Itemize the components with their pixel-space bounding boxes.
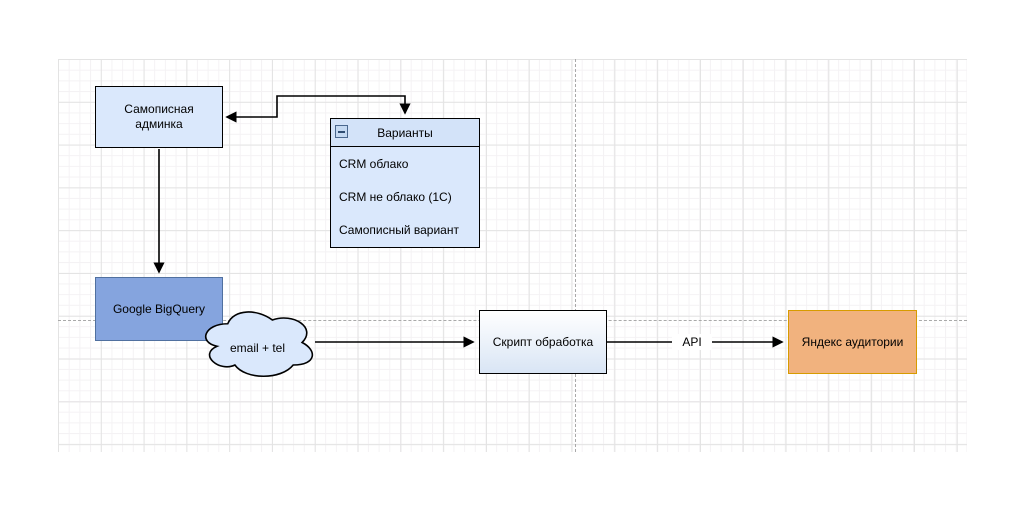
node-admin-label: Самописная админка	[124, 102, 194, 131]
connector-variants-to-admin[interactable]	[225, 95, 411, 123]
cloud-label-text: email + tel	[229, 340, 286, 355]
node-bigquery-box[interactable]: Google BigQuery	[95, 277, 223, 341]
node-admin-box[interactable]: Самописная админка	[95, 86, 223, 148]
table-row[interactable]: CRM облако	[331, 147, 479, 180]
node-yandex-box[interactable]: Яндекс аудитории	[788, 310, 917, 374]
edge-label-api-text: API	[682, 335, 702, 349]
table-row[interactable]: CRM не облако (1С)	[331, 180, 479, 213]
node-variants-table[interactable]: Варианты CRM облако CRM не облако (1С) С…	[330, 118, 480, 248]
variants-table-header[interactable]: Варианты	[331, 119, 479, 147]
page-separator-vertical	[575, 59, 576, 452]
table-row-label: CRM облако	[339, 156, 409, 171]
variants-table-rows: CRM облако CRM не облако (1С) Самописный…	[331, 147, 479, 247]
table-row-label: CRM не облако (1С)	[339, 189, 452, 204]
node-script-label: Скрипт обработка	[492, 334, 594, 349]
variants-table-title: Варианты	[377, 125, 433, 140]
edge-label-api[interactable]: API	[672, 334, 712, 350]
node-script-box[interactable]: Скрипт обработка	[479, 310, 607, 374]
table-row[interactable]: Самописный вариант	[331, 214, 479, 247]
collapse-icon[interactable]	[335, 125, 348, 138]
node-bigquery-label: Google BigQuery	[112, 301, 206, 316]
cloud-label[interactable]: email + tel	[198, 305, 317, 380]
cloud-shape[interactable]	[204, 311, 313, 377]
table-row-label: Самописный вариант	[339, 223, 459, 238]
node-yandex-label: Яндекс аудитории	[801, 334, 904, 349]
